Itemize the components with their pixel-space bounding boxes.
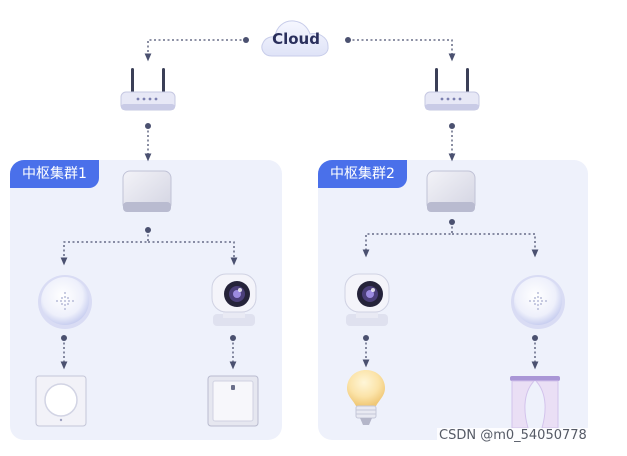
connector-hub2-sensor: [452, 233, 539, 258]
smart-button-icon: [35, 375, 87, 427]
curtain-icon: [510, 376, 560, 429]
camera-icon: [344, 273, 390, 326]
light-bulb-icon: [347, 370, 385, 425]
cloud-icon: [261, 20, 329, 57]
cluster-2-label: 中枢集群2: [318, 160, 407, 188]
connector-hub2-camera: [362, 222, 453, 258]
connector-hub1-sensor: [60, 230, 149, 266]
wall-switch-icon: [207, 375, 259, 427]
connector-cloud-router-left: [144, 39, 246, 62]
hub-icon: [122, 170, 172, 212]
router-icon: [120, 68, 176, 111]
cluster-1-label: 中枢集群1: [10, 160, 99, 188]
motion-sensor-icon: [38, 275, 92, 329]
motion-sensor-icon: [511, 275, 565, 329]
watermark-text: CSDN @m0_54050778: [437, 428, 589, 443]
connector-cloud-router-right: [348, 39, 456, 62]
router-icon: [424, 68, 480, 111]
cloud-label: Cloud: [272, 30, 320, 48]
camera-icon: [211, 273, 257, 326]
hub-icon: [426, 170, 476, 212]
connector-hub1-camera: [148, 241, 238, 266]
cloud-node: Cloud: [258, 14, 334, 60]
